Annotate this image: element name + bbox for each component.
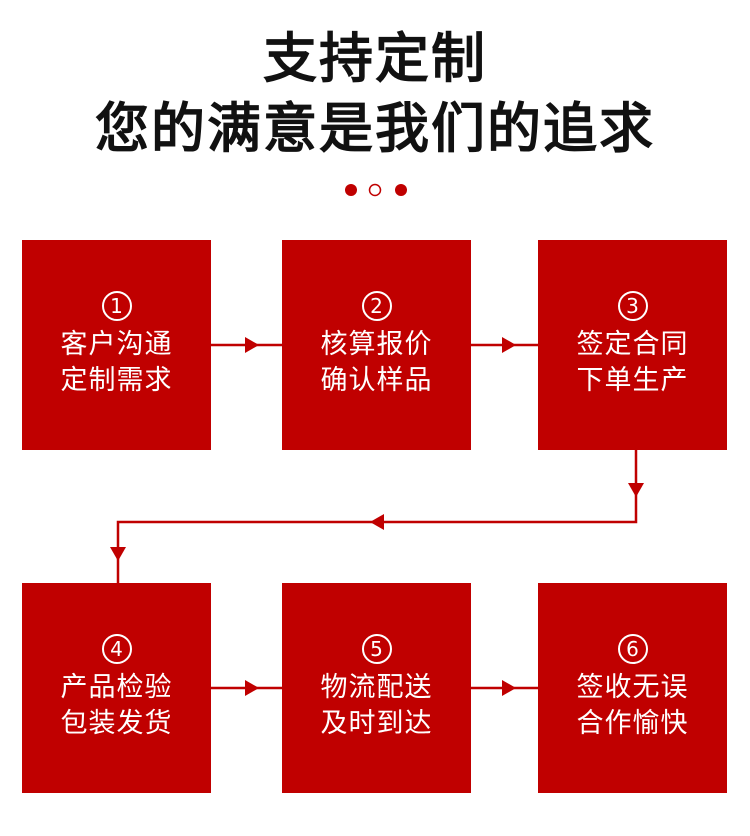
step-text-line2: 定制需求: [60, 365, 173, 396]
arrow-left-icon: [370, 514, 384, 530]
dot-filled-icon: [395, 184, 407, 196]
step-number: 4: [101, 634, 132, 664]
title-line-1: 支持定制: [263, 27, 487, 90]
step-number: 1: [101, 291, 132, 321]
step-number: 6: [617, 634, 648, 664]
arrow-down-icon: [628, 483, 644, 497]
step-text-line2: 下单生产: [576, 365, 689, 396]
step-box-3: 3 签定合同 下单生产: [538, 240, 727, 450]
step-text-line2: 及时到达: [320, 708, 433, 739]
step-text-line2: 包装发货: [60, 708, 173, 739]
dot-filled-icon: [345, 184, 357, 196]
step-number: 5: [361, 634, 392, 664]
connector-3-4: [116, 450, 638, 583]
arrow-right-icon: [502, 337, 516, 353]
step-box-6: 6 签收无误 合作愉快: [538, 583, 727, 793]
decorative-dots: [345, 183, 407, 197]
step-text-line1: 核算报价: [320, 329, 433, 360]
step-number: 3: [617, 291, 648, 321]
step-box-2: 2 核算报价 确认样品: [282, 240, 471, 450]
step-box-1: 1 客户沟通 定制需求: [22, 240, 211, 450]
step-text-line2: 确认样品: [320, 365, 433, 396]
arrow-right-icon: [245, 680, 259, 696]
step-text-line1: 物流配送: [320, 672, 433, 703]
step-text-line1: 客户沟通: [60, 329, 173, 360]
step-text-line1: 签收无误: [576, 672, 689, 703]
step-box-5: 5 物流配送 及时到达: [282, 583, 471, 793]
step-number: 2: [361, 291, 392, 321]
step-text-line2: 合作愉快: [576, 708, 689, 739]
step-text-line1: 签定合同: [576, 329, 689, 360]
step-text-line1: 产品检验: [60, 672, 173, 703]
dot-outline-icon: [368, 183, 382, 197]
arrow-right-icon: [502, 680, 516, 696]
title-line-2: 您的满意是我们的追求: [95, 97, 655, 160]
step-box-4: 4 产品检验 包装发货: [22, 583, 211, 793]
arrow-right-icon: [245, 337, 259, 353]
arrow-down-icon: [110, 547, 126, 561]
